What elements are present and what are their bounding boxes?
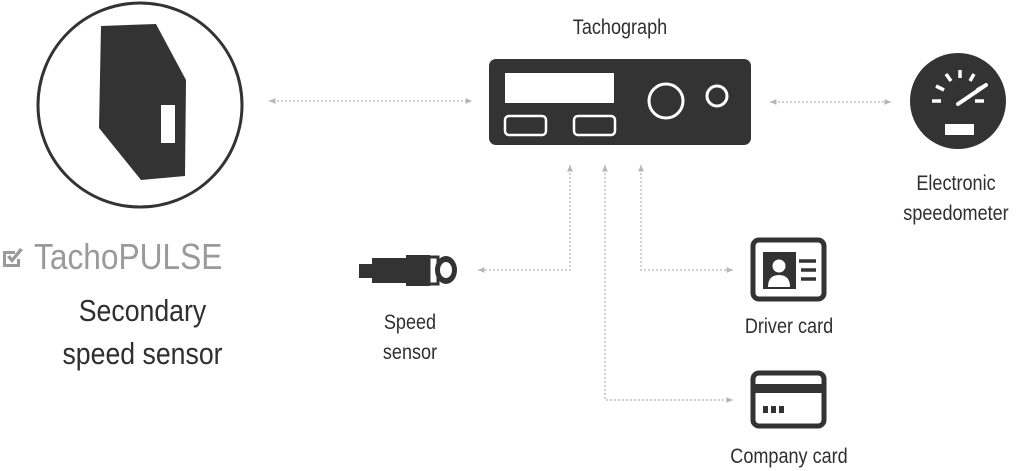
speedometer-label-line1: Electronic [916,172,996,195]
speedometer-label-line2: speedometer [903,202,1009,225]
cylindrical-sensor-icon [359,255,457,286]
speed-sensor-label-line2: sensor [382,341,438,364]
brand-row: TachoPULSE [0,236,248,278]
company-card-label: Company card [730,445,848,468]
product-description-line2: speed sensor [62,336,223,371]
id-card-icon [750,237,827,302]
product-description-line1: Secondary [78,293,207,328]
speedometer-gauge-icon [910,53,1006,149]
tachograph-label: Tachograph [572,16,668,39]
checkbox-check-icon [3,248,23,267]
connector-tachograph-speed-sensor [478,165,573,273]
speed-sensor-label-line1: Speed [383,311,437,334]
connector-tachograph-driver-card [638,165,733,273]
tachograph-device-icon [489,59,751,145]
credit-card-icon [750,370,827,429]
driver-card-label: Driver card [744,315,834,338]
connector-tachograph-company-card [602,165,733,403]
tachopulse-device-icon [36,1,244,209]
brand-name: TachoPULSE [34,236,223,277]
